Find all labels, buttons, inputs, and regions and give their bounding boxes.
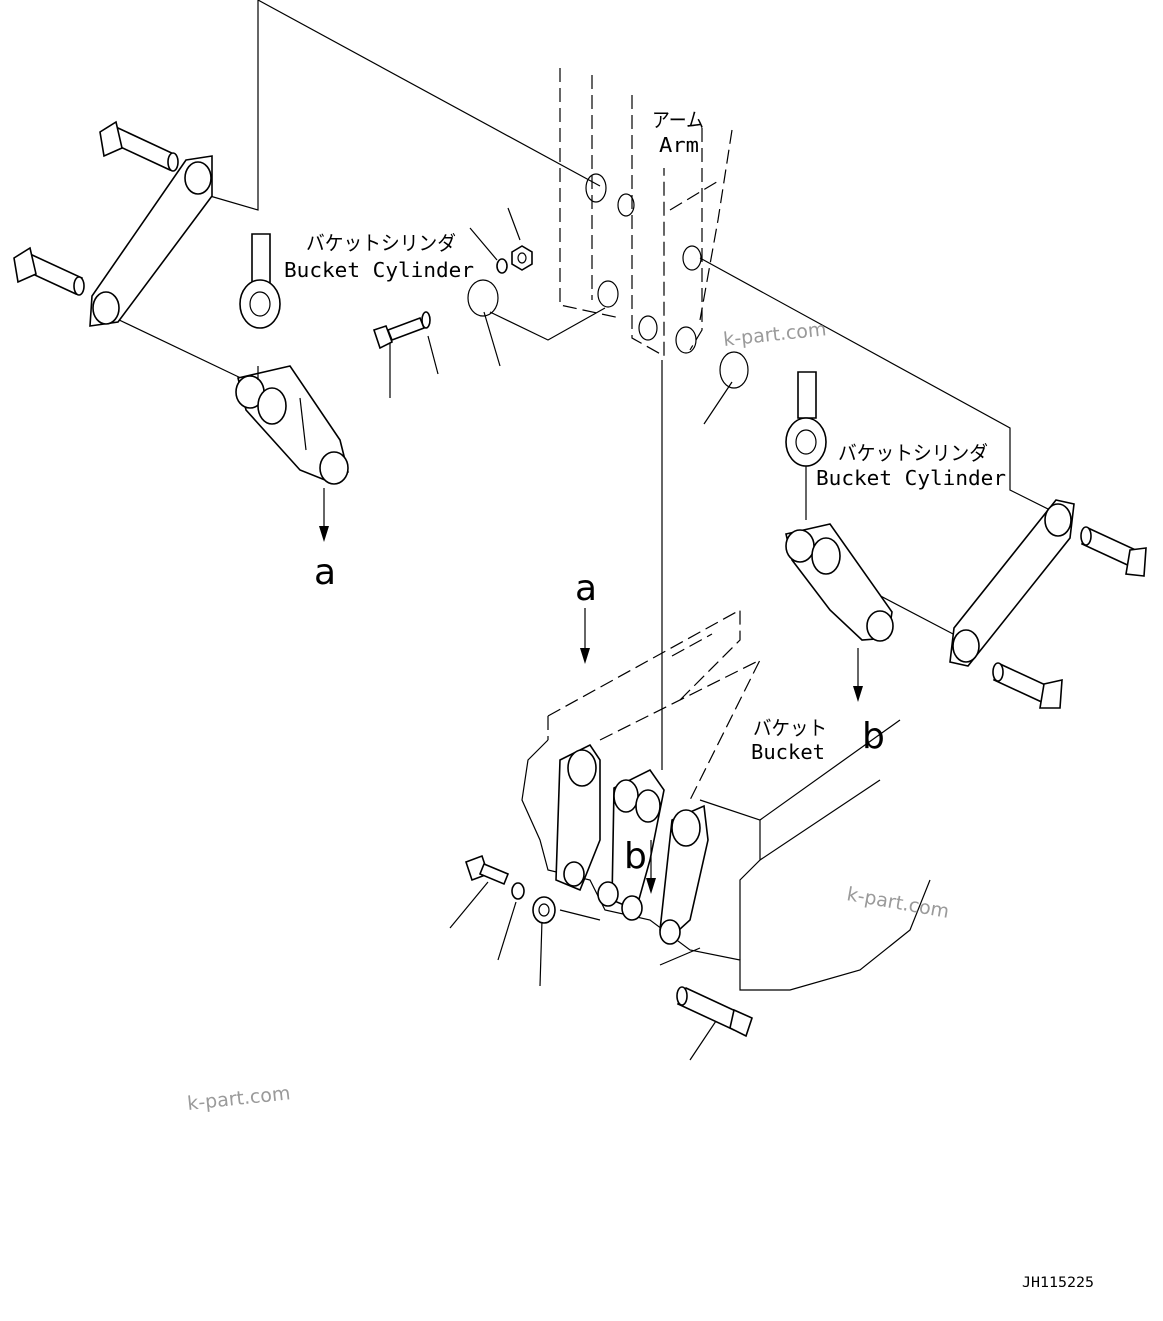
- cylinder-right-label-jp: バケットシリンダ: [838, 441, 988, 465]
- left-pin-lower: [13, 246, 85, 296]
- bottom-pin: [676, 986, 753, 1038]
- right-cylinder-rod: [785, 371, 827, 467]
- middle-nut: [511, 245, 533, 271]
- watermark-3: k-part.com: [186, 1082, 291, 1115]
- right-link: [949, 499, 1075, 667]
- middle-snap-ring: [467, 279, 499, 317]
- bucket-body: [521, 608, 931, 991]
- cylinder-left-label-jp: バケットシリンダ: [306, 231, 456, 255]
- left-lever: [235, 365, 349, 485]
- bucket-label-en: Bucket: [751, 740, 825, 764]
- ref-a-lower: a: [575, 568, 597, 609]
- arm-outline: [559, 68, 733, 358]
- left-pin-upper: [99, 120, 179, 172]
- arrow-b-right: [853, 648, 863, 702]
- cylinder-left-label-en: Bucket Cylinder: [284, 258, 474, 282]
- bottom-bolt: [464, 854, 510, 886]
- right-pin-upper: [1080, 526, 1147, 577]
- right-pin-lower: [992, 662, 1063, 709]
- ref-b-lower: b: [624, 836, 647, 877]
- middle-washer: [421, 311, 431, 329]
- arm-label-jp: アーム: [652, 108, 704, 132]
- bucket-label-jp: バケット: [753, 716, 827, 740]
- drawing-number: JH115225: [1022, 1275, 1094, 1291]
- watermark-2: k-part.com: [845, 883, 951, 923]
- cylinder-right-label-en: Bucket Cylinder: [816, 466, 1006, 490]
- middle-plain-washer: [496, 258, 508, 274]
- watermark-1: k-part.com: [722, 318, 827, 351]
- ref-a-upper: a: [314, 552, 336, 593]
- left-cylinder-rod: [239, 233, 281, 329]
- arm-label-en: Arm: [659, 133, 699, 157]
- arrow-a-upper: [319, 488, 329, 542]
- right-snap-ring: [719, 351, 749, 389]
- bottom-washer: [511, 882, 525, 900]
- right-lever: [785, 523, 894, 642]
- bottom-nut: [532, 896, 556, 924]
- middle-bolt: [372, 316, 426, 350]
- ref-b-right: b: [862, 716, 885, 757]
- arrow-b-lower: [646, 840, 656, 894]
- left-link: [89, 155, 213, 327]
- arrow-a-lower: [580, 608, 590, 664]
